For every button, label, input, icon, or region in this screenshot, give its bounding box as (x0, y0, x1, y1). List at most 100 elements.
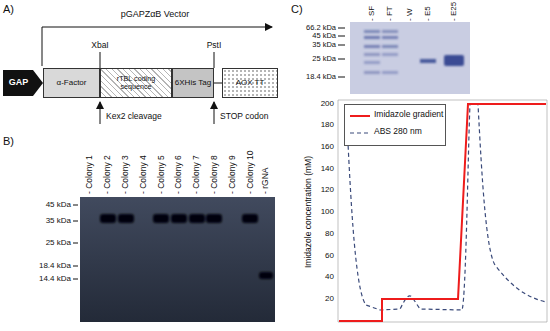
legend-samples (345, 105, 375, 145)
axis-tick-label: 140 (321, 165, 334, 174)
lane-label: - Colony 1 (85, 155, 94, 194)
mw-marker: 35 kDa (312, 41, 336, 49)
chart-top (338, 100, 547, 101)
annotation: STOP codon (220, 112, 268, 121)
panel-letter: A) (3, 3, 14, 15)
band (364, 61, 380, 64)
band (100, 214, 116, 223)
legend-sample-line (350, 115, 370, 117)
tick (338, 28, 345, 29)
axis-tick-label: 160 (321, 143, 334, 152)
segment-label: AOX TT (236, 79, 265, 88)
lane-label: - FT (386, 6, 395, 21)
absorbance-trace (346, 104, 546, 310)
chart-right (547, 100, 548, 322)
legend-text: ABS 280 nm (374, 127, 422, 136)
tick (73, 266, 78, 267)
blot-bands (100, 214, 273, 279)
tick (338, 59, 345, 60)
band (382, 71, 398, 74)
imidazole-gradient-line (339, 104, 546, 321)
band (153, 214, 169, 223)
promoter-arrow-fill (3, 70, 43, 96)
lane-label: - Colony 4 (139, 155, 148, 194)
stop-arrow (214, 102, 215, 124)
axis-tick-label: 20 (325, 295, 334, 304)
western-blot (73, 197, 275, 322)
tick (73, 279, 78, 280)
gel-bands (364, 30, 464, 74)
axis-tick-label: 100 (321, 208, 334, 217)
band (206, 214, 222, 223)
mw-marker: 25 kDa (46, 239, 71, 248)
segment-label: GAP (9, 78, 29, 88)
promoter-arrow: GAP (3, 68, 43, 98)
lane-label: - Colony 8 (210, 155, 219, 194)
lane-label: - Colony 9 (228, 155, 237, 194)
lane-label: - Colony 5 (157, 155, 166, 194)
band (382, 36, 398, 39)
band (118, 214, 134, 223)
band (259, 272, 273, 279)
mw-marker: 14.4 kDa (39, 275, 71, 284)
chart-axes (338, 100, 547, 322)
junction-line (214, 83, 222, 84)
lane-label: - Colony 3 (121, 155, 130, 194)
panel-letter: C) (291, 3, 303, 15)
lane-label: - E5 (424, 6, 433, 21)
axis-tick-label: 200 (321, 100, 334, 109)
mw-marker: 45 kDa (312, 32, 336, 40)
band (364, 71, 380, 74)
axis-title: Imidazole concentration (mM) (304, 156, 313, 268)
axis-tick-label: 180 (321, 121, 334, 130)
mw-marker: 18.4 kDa (306, 73, 336, 81)
lane-label: - Colony 6 (174, 155, 183, 194)
band (382, 30, 398, 33)
tick (73, 243, 78, 244)
tick (338, 77, 345, 78)
mw-ticks (73, 205, 78, 279)
tag-segment: 6XHis Tag (172, 68, 214, 98)
panel-letter: B) (3, 135, 14, 147)
mw-marker: 25 kDa (312, 55, 336, 63)
band (444, 55, 464, 66)
vector-name: pGAPZαB Vector (121, 10, 190, 20)
legend-sample-line (350, 132, 370, 133)
lane-label: - Colony 10 (246, 151, 255, 194)
mw-marker: 35 kDa (46, 217, 71, 226)
mw-marker: 66.2 kDa (306, 24, 336, 32)
segment-label: rTBL coding sequence (101, 75, 171, 91)
psti-tick (214, 52, 215, 68)
kex2-arrow (100, 102, 101, 124)
axis-tick-label: 60 (325, 252, 334, 261)
lane-label: - Colony 2 (103, 155, 112, 194)
lane-label: - E25 (450, 2, 459, 21)
band (242, 214, 258, 223)
band (420, 59, 436, 63)
axis-tick-label: 120 (321, 186, 334, 195)
annotation: Kex2 cleavage (106, 112, 162, 121)
band (382, 45, 398, 48)
band (364, 36, 380, 39)
restriction-site: PstI (207, 41, 222, 50)
lane-label: - rGNA (261, 168, 270, 194)
band (364, 30, 380, 33)
mw-marker: 18.4 kDa (39, 262, 71, 271)
band (382, 53, 398, 56)
mw-ticks (338, 28, 345, 77)
sds-gel (338, 22, 470, 94)
tick (338, 36, 345, 37)
blot-membrane (80, 197, 275, 322)
terminator-segment: AOX TT (222, 68, 278, 98)
lane-label: - SF (368, 6, 377, 21)
band (364, 45, 380, 48)
chart-legend: Imidazole gradientABS 280 nm (344, 104, 446, 146)
legend-text: Imidazole gradient (374, 110, 443, 119)
band (364, 53, 380, 56)
vector-span-arrow (42, 27, 272, 66)
lane-label: - W (406, 9, 415, 21)
axis-tick-label: 80 (325, 230, 334, 239)
gene-segment: α-Factor (43, 68, 100, 98)
gene-segment: rTBL coding sequence (100, 68, 172, 98)
